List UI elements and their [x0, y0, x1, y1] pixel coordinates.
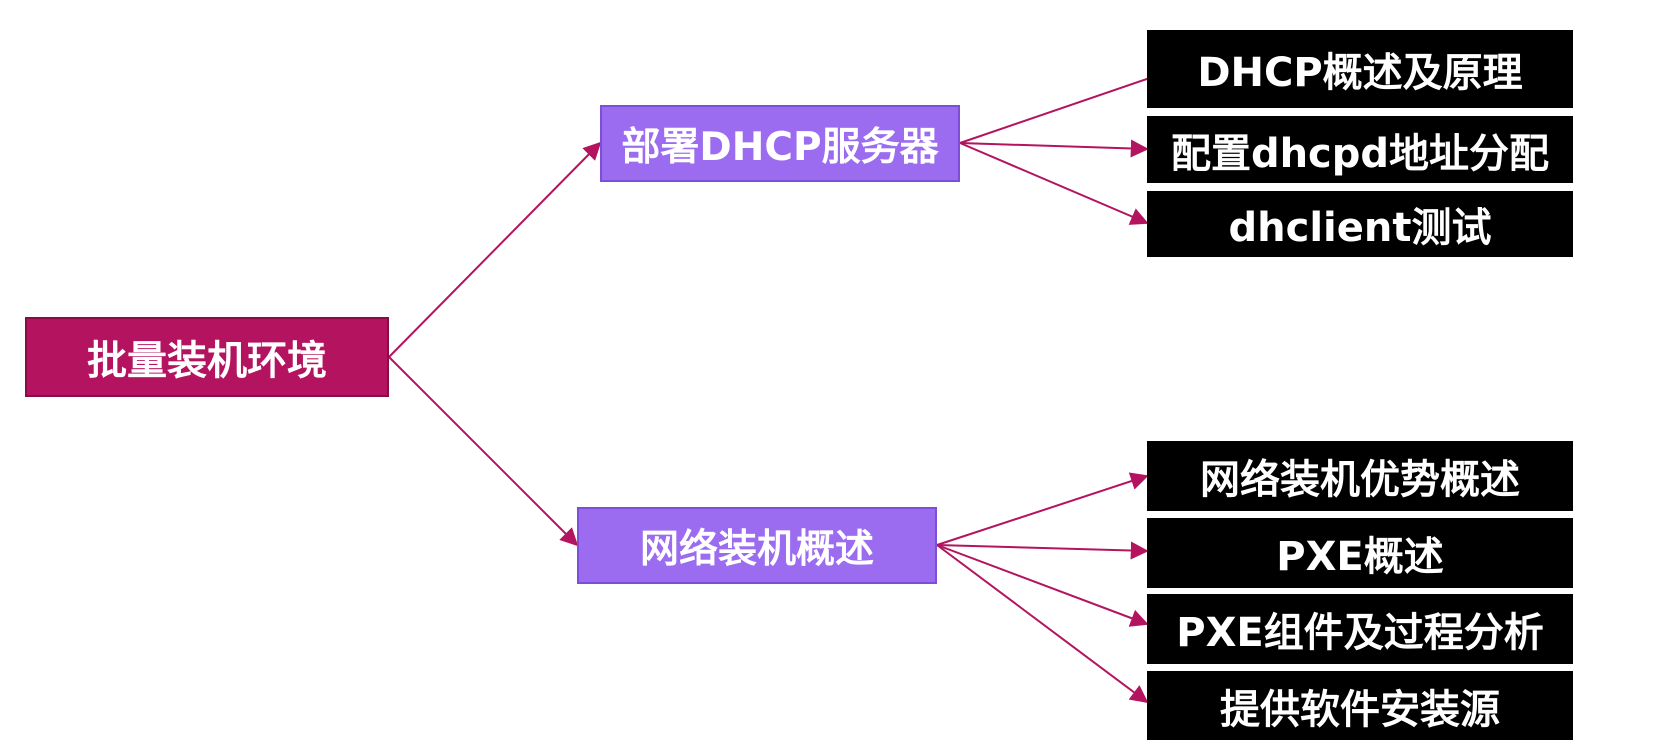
leaf-node-label: PXE组件及过程分析 [1176, 610, 1544, 656]
edge-root-to-branch-1 [388, 356, 579, 547]
edge-branch-0-to-leaf-0 [959, 67, 1172, 144]
edge-branch-1-to-leaf-5 [936, 544, 1149, 627]
leaf-node-dhcpd-config: 配置dhcpd地址分配 [1147, 116, 1573, 183]
leaf-node-label: DHCP概述及原理 [1197, 50, 1523, 96]
leaf-node-pxe-components: PXE组件及过程分析 [1147, 594, 1573, 664]
leaf-node-label: dhclient测试 [1228, 205, 1492, 251]
leaf-node-label: PXE概述 [1276, 534, 1444, 580]
edge-branch-0-to-leaf-2 [959, 142, 1149, 225]
leaf-node-label: 配置dhcpd地址分配 [1170, 130, 1550, 177]
leaf-node-dhcp-overview: DHCP概述及原理 [1147, 30, 1573, 108]
root-node: 批量装机环境 [25, 317, 389, 397]
leaf-node-network-install-advantages: 网络装机优势概述 [1147, 441, 1573, 511]
edge-branch-1-to-leaf-4 [936, 541, 1149, 560]
leaf-node-dhclient-test: dhclient测试 [1147, 191, 1573, 257]
edge-branch-1-to-leaf-3 [936, 472, 1149, 546]
root-node-label: 批量装机环境 [87, 338, 327, 384]
branch-node-deploy-dhcp: 部署DHCP服务器 [600, 105, 960, 182]
branch-node-label: 部署DHCP服务器 [621, 124, 939, 170]
branch-node-network-install: 网络装机概述 [577, 507, 937, 584]
edge-root-to-branch-0 [388, 141, 602, 358]
edge-branch-1-to-leaf-6 [936, 544, 1149, 704]
leaf-node-pxe-overview: PXE概述 [1147, 518, 1573, 588]
leaf-node-install-source: 提供软件安装源 [1147, 671, 1573, 740]
branch-node-label: 网络装机概述 [639, 526, 874, 572]
leaf-node-label: 提供软件安装源 [1220, 686, 1500, 733]
leaf-node-label: 网络装机优势概述 [1200, 457, 1520, 503]
edge-branch-0-to-leaf-1 [959, 139, 1149, 158]
